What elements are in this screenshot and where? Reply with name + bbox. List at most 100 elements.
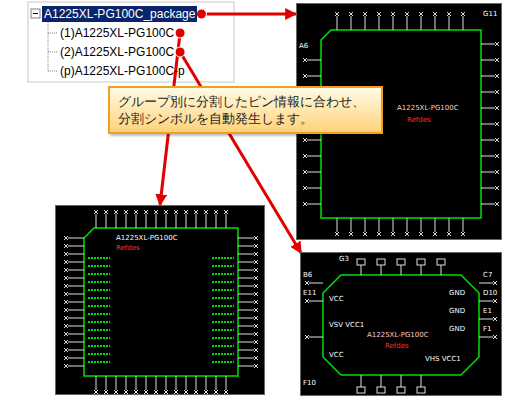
pin-end-mark bbox=[184, 210, 188, 214]
pin-end-mark bbox=[254, 340, 258, 344]
pin-name-stroke bbox=[88, 289, 110, 291]
pin-end-mark bbox=[164, 390, 168, 394]
chip-outline bbox=[321, 30, 481, 218]
pin-end-mark bbox=[495, 138, 499, 142]
pin-line bbox=[238, 366, 254, 367]
pin-name-stroke bbox=[212, 345, 234, 347]
pin-name-stroke bbox=[212, 289, 234, 291]
pin-line bbox=[309, 283, 323, 284]
pin-end-mark bbox=[495, 170, 499, 174]
pin-end-mark bbox=[94, 210, 98, 214]
pin-line bbox=[361, 375, 362, 387]
pin-end-mark bbox=[447, 12, 451, 16]
pin-line bbox=[238, 238, 254, 239]
pin-number: C7 bbox=[483, 271, 492, 279]
pin-line bbox=[238, 294, 254, 295]
arrow-line bbox=[201, 13, 296, 16]
pin-end-mark bbox=[377, 12, 381, 16]
pin-line bbox=[68, 254, 84, 255]
pin-number: F10 bbox=[303, 379, 316, 387]
pin-end-mark bbox=[254, 316, 258, 320]
pin-name: GND bbox=[449, 289, 465, 297]
pin-end-mark bbox=[204, 390, 208, 394]
pin-line bbox=[381, 265, 382, 275]
pin-end-mark bbox=[124, 210, 128, 214]
pin-line bbox=[68, 342, 84, 343]
pin-name-stroke bbox=[88, 353, 110, 355]
pin-end-mark bbox=[224, 210, 228, 214]
pin-line bbox=[68, 286, 84, 287]
pin-end-mark bbox=[495, 106, 499, 110]
start-dot bbox=[175, 28, 185, 38]
pin-line bbox=[309, 301, 323, 302]
pin-line bbox=[481, 140, 495, 141]
tree-line bbox=[48, 22, 49, 71]
pin-name-stroke bbox=[212, 265, 234, 267]
pin-end-mark bbox=[495, 202, 499, 206]
pin-end-mark bbox=[254, 300, 258, 304]
pin-name: VCC bbox=[329, 295, 344, 303]
pin-end-mark bbox=[194, 390, 198, 394]
pin-line bbox=[166, 214, 167, 228]
pin-name-stroke bbox=[212, 297, 234, 299]
pin-line bbox=[96, 214, 97, 228]
pin-end-mark bbox=[204, 210, 208, 214]
pin-box bbox=[377, 259, 385, 265]
pin-line bbox=[307, 124, 321, 125]
pin-line bbox=[421, 218, 422, 232]
pin-end-mark bbox=[419, 232, 423, 236]
pin-line bbox=[116, 214, 117, 228]
pin-name-stroke bbox=[88, 281, 110, 283]
part-name: A1225XL-PG100C bbox=[367, 331, 429, 339]
callout-box: グループ別に分割したピン情報に合わせ、分割シンボルを自動発生します。 bbox=[108, 86, 383, 134]
pin-line bbox=[156, 214, 157, 228]
pin-end-mark bbox=[461, 232, 465, 236]
pin-end-mark bbox=[495, 186, 499, 190]
start-dot bbox=[196, 9, 206, 19]
pin-end-mark bbox=[214, 210, 218, 214]
pin-box bbox=[437, 259, 445, 265]
refdes: Refdes bbox=[385, 342, 409, 350]
pin-line bbox=[309, 337, 323, 338]
pin-line bbox=[479, 301, 493, 302]
pin-line bbox=[407, 218, 408, 232]
pin-end-mark bbox=[335, 12, 339, 16]
pin-end-mark bbox=[405, 12, 409, 16]
pin-end-mark bbox=[303, 202, 307, 206]
start-dot bbox=[175, 47, 185, 57]
pin-name-stroke bbox=[212, 305, 234, 307]
collapse-minus bbox=[33, 13, 38, 14]
chip-outline bbox=[84, 228, 238, 376]
pin-line bbox=[238, 318, 254, 319]
pin-line bbox=[68, 318, 84, 319]
tree-line bbox=[48, 52, 57, 53]
pin-end-mark bbox=[64, 284, 68, 288]
pin-end-mark bbox=[305, 281, 309, 285]
pin-end-mark bbox=[254, 364, 258, 368]
pin-number: B6 bbox=[303, 271, 312, 279]
pin-line bbox=[361, 265, 362, 275]
pin-name-stroke bbox=[88, 313, 110, 315]
pin-end-mark bbox=[154, 210, 158, 214]
pin-name-stroke bbox=[88, 329, 110, 331]
pin-line bbox=[379, 16, 380, 30]
tree-item: A1225XL-PG100C_package bbox=[42, 6, 197, 22]
pin-line bbox=[307, 204, 321, 205]
pin-end-mark bbox=[254, 308, 258, 312]
pin-line bbox=[166, 376, 167, 390]
pin-end-mark bbox=[64, 276, 68, 280]
pin-end-mark bbox=[303, 154, 307, 158]
pin-end-mark bbox=[363, 232, 367, 236]
pin-line bbox=[381, 375, 382, 387]
pin-line bbox=[196, 376, 197, 390]
pin-end-mark bbox=[349, 12, 353, 16]
pin-name-stroke bbox=[88, 297, 110, 299]
pin-name: GND bbox=[449, 307, 465, 315]
pin-end-mark bbox=[495, 154, 499, 158]
pin-line bbox=[136, 214, 137, 228]
pin-line bbox=[146, 214, 147, 228]
pin-name-stroke bbox=[212, 313, 234, 315]
pin-line bbox=[146, 376, 147, 390]
pin-line bbox=[238, 334, 254, 335]
pin-box bbox=[397, 259, 405, 265]
